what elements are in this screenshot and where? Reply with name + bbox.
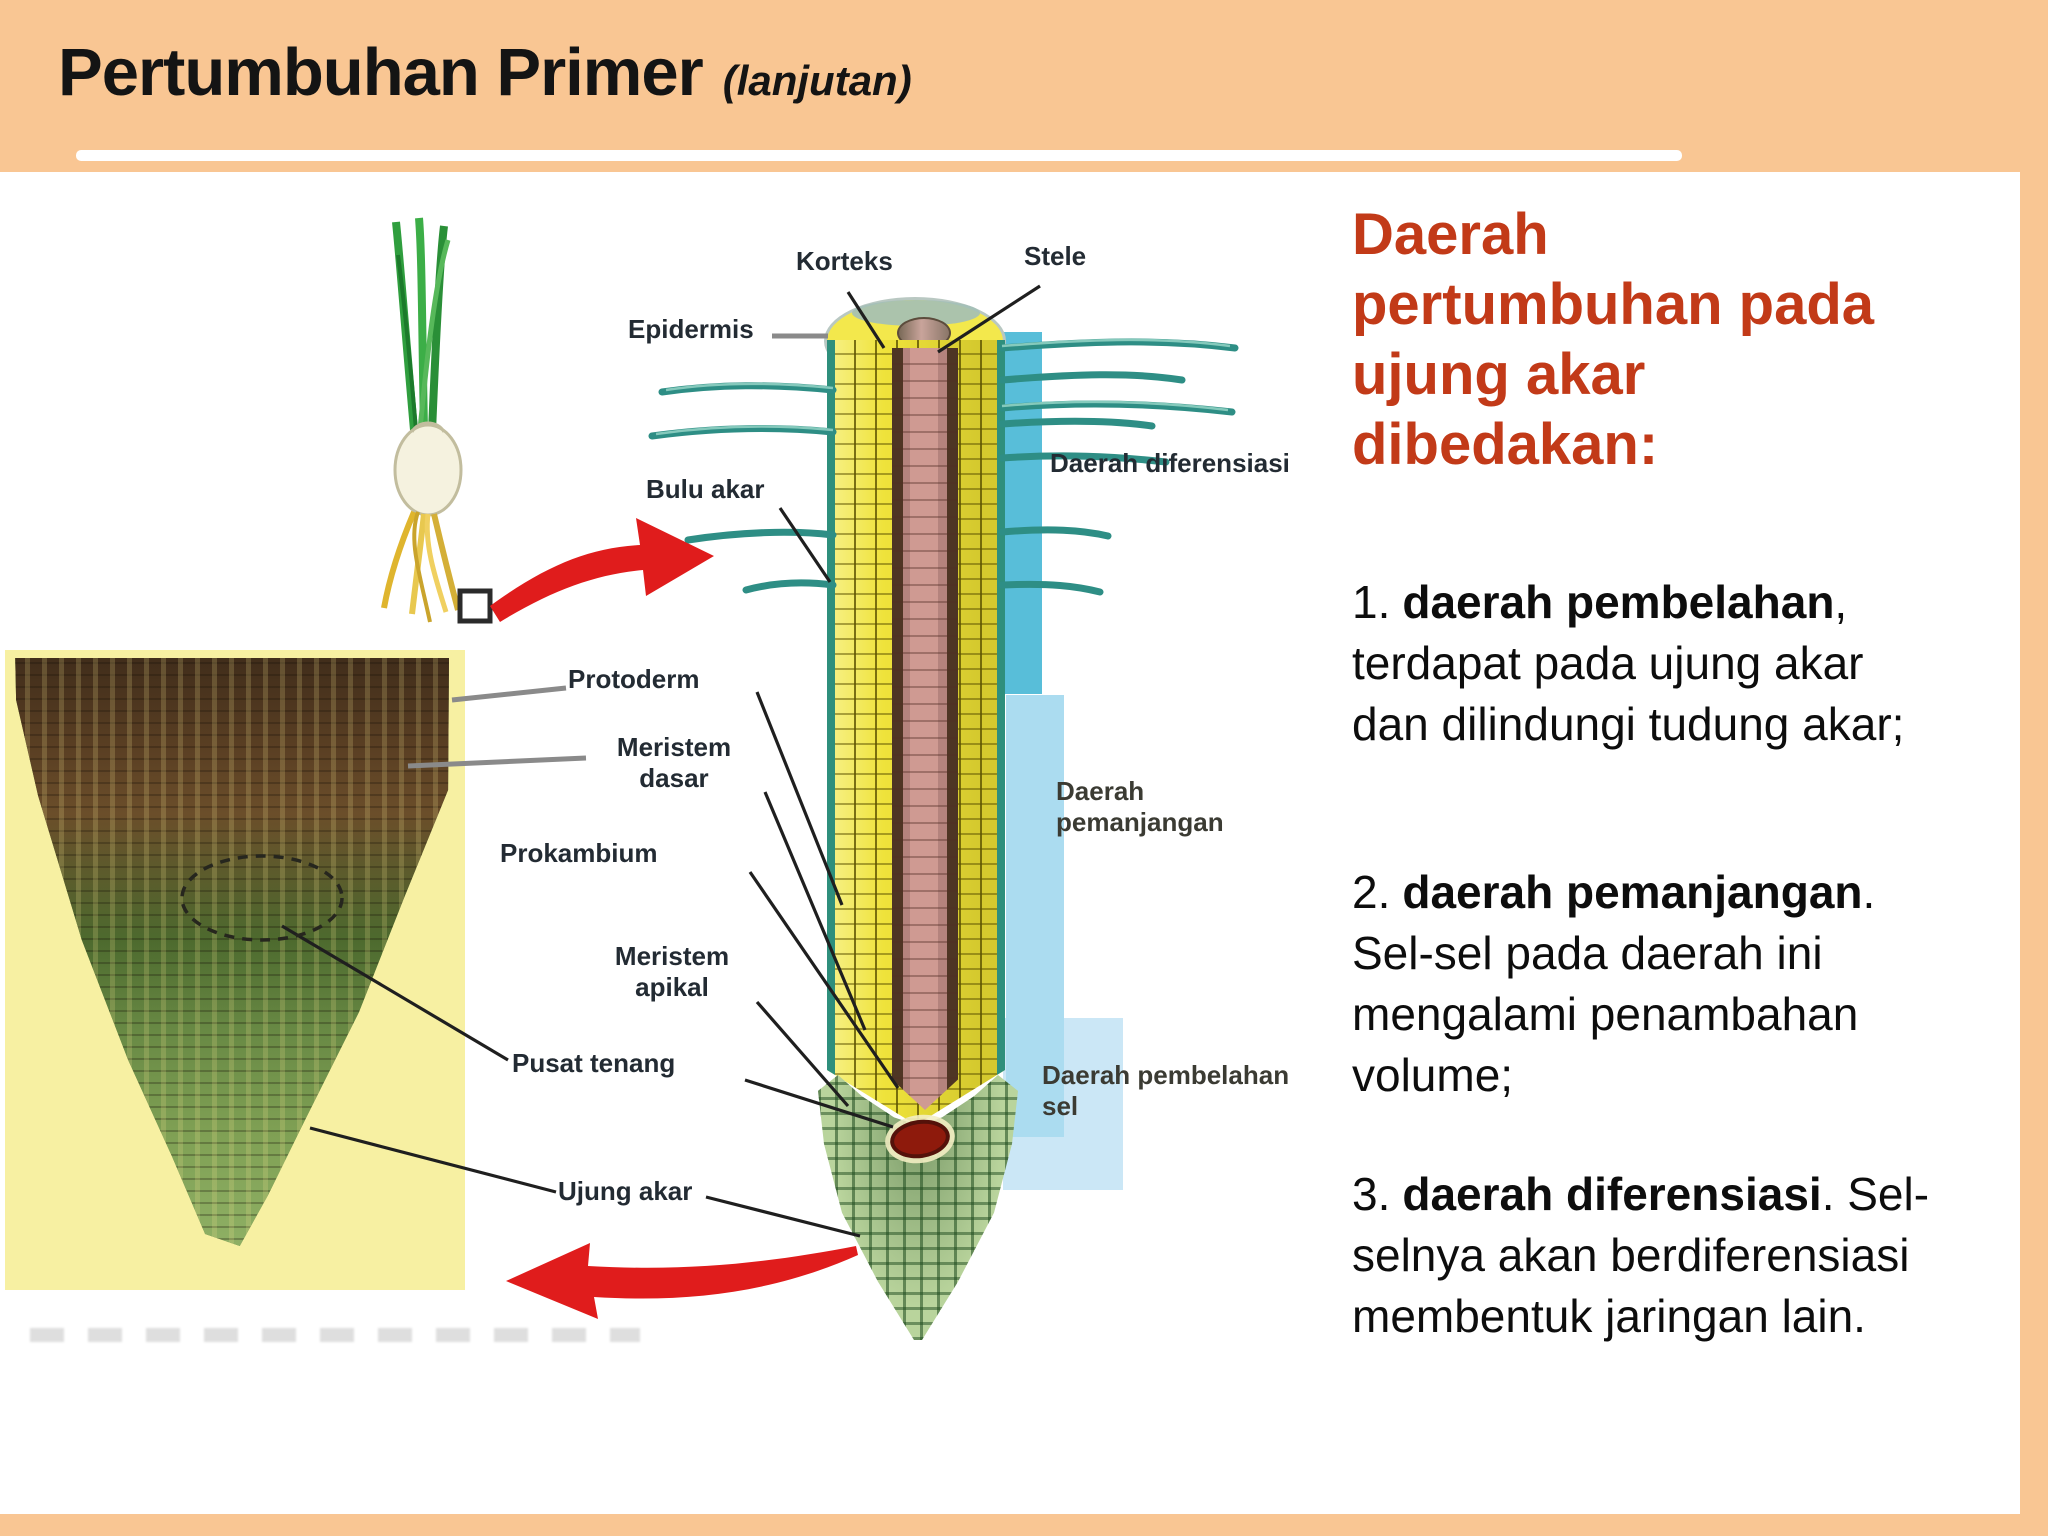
label-bulu-akar: Bulu akar: [646, 474, 765, 504]
bottom-border-stripe: [0, 1514, 2048, 1536]
page-title-suffix: (lanjutan): [722, 57, 912, 104]
list-item: 3.daerah diferensiasi. Sel-selnya akan b…: [1352, 1164, 1952, 1347]
page-title: Pertumbuhan Primer (lanjutan): [58, 34, 912, 111]
section-heading-line: dibedakan:: [1352, 412, 1659, 477]
label-daerah-diferensiasi: Daerah diferensiasi: [1050, 448, 1290, 478]
list-item-term: daerah pemanjangan: [1402, 866, 1863, 918]
list-item-number: 2.: [1352, 866, 1391, 918]
list-item: 1.daerah pembelahan, terdapat pada ujung…: [1352, 572, 1952, 755]
bulu-akar-line: [778, 507, 832, 583]
faint-caption: [30, 1328, 640, 1342]
gray-leader-lines: [407, 333, 828, 769]
list-item-number: 1.: [1352, 576, 1391, 628]
list-item-number: 3.: [1352, 1168, 1391, 1220]
label-daerah-pemanjangan: Daerah pemanjangan: [1056, 776, 1224, 837]
root-stele-column: [892, 348, 958, 1110]
list-item-term: daerah diferensiasi: [1402, 1168, 1822, 1220]
label-korteks: Korteks: [796, 246, 893, 276]
arrow-zoom-out: [506, 1243, 858, 1319]
title-underline: [76, 150, 1682, 161]
label-pusat-tenang: Pusat tenang: [512, 1048, 676, 1078]
label-stele: Stele: [1024, 241, 1087, 271]
list-item-text: . Sel-sel pada daerah ini mengalami pena…: [1352, 866, 1876, 1101]
list-item-text: . Sel-selnya akan berdiferensiasi memben…: [1352, 1168, 1930, 1342]
list-item: 2.daerah pemanjangan. Sel-sel pada daera…: [1352, 862, 1952, 1106]
section-heading-line: ujung akar: [1352, 342, 1646, 407]
slide-header: Pertumbuhan Primer (lanjutan): [0, 0, 2048, 172]
arrow-zoom-in: [490, 518, 714, 622]
label-meristem-apikal: Meristem apikal: [614, 941, 730, 1002]
label-prokambium: Prokambium: [500, 838, 658, 868]
label-daerah-pembelahan-sel: Daerah pembelahan sel: [1042, 1060, 1290, 1121]
label-ujung-akar: Ujung akar: [558, 1176, 693, 1206]
section-heading-line: pertumbuhan pada: [1352, 272, 1875, 337]
zone-band-pemanjangan: [1006, 695, 1064, 1137]
label-meristem-dasar: Meristem dasar: [616, 732, 732, 793]
list-item-term: daerah pembelahan: [1402, 576, 1835, 628]
zone-band-diferensiasi: [1000, 332, 1042, 694]
label-epidermis: Epidermis: [628, 314, 754, 344]
section-heading-line: Daerah: [1352, 202, 1549, 267]
right-border-stripe: [2020, 0, 2048, 1536]
page-title-text: Pertumbuhan Primer: [58, 35, 704, 110]
protoderm-left-line: [451, 685, 567, 703]
zoom-square-marker: [457, 588, 493, 624]
onion-plant-sketch: [381, 217, 493, 624]
list-item-text: , terdapat pada ujung akar dan dilindung…: [1352, 576, 1905, 750]
ujung-akar-line: [705, 1195, 861, 1238]
label-protoderm: Protoderm: [568, 664, 700, 694]
section-heading: Daerah pertumbuhan pada ujung akar dibed…: [1352, 200, 2012, 480]
